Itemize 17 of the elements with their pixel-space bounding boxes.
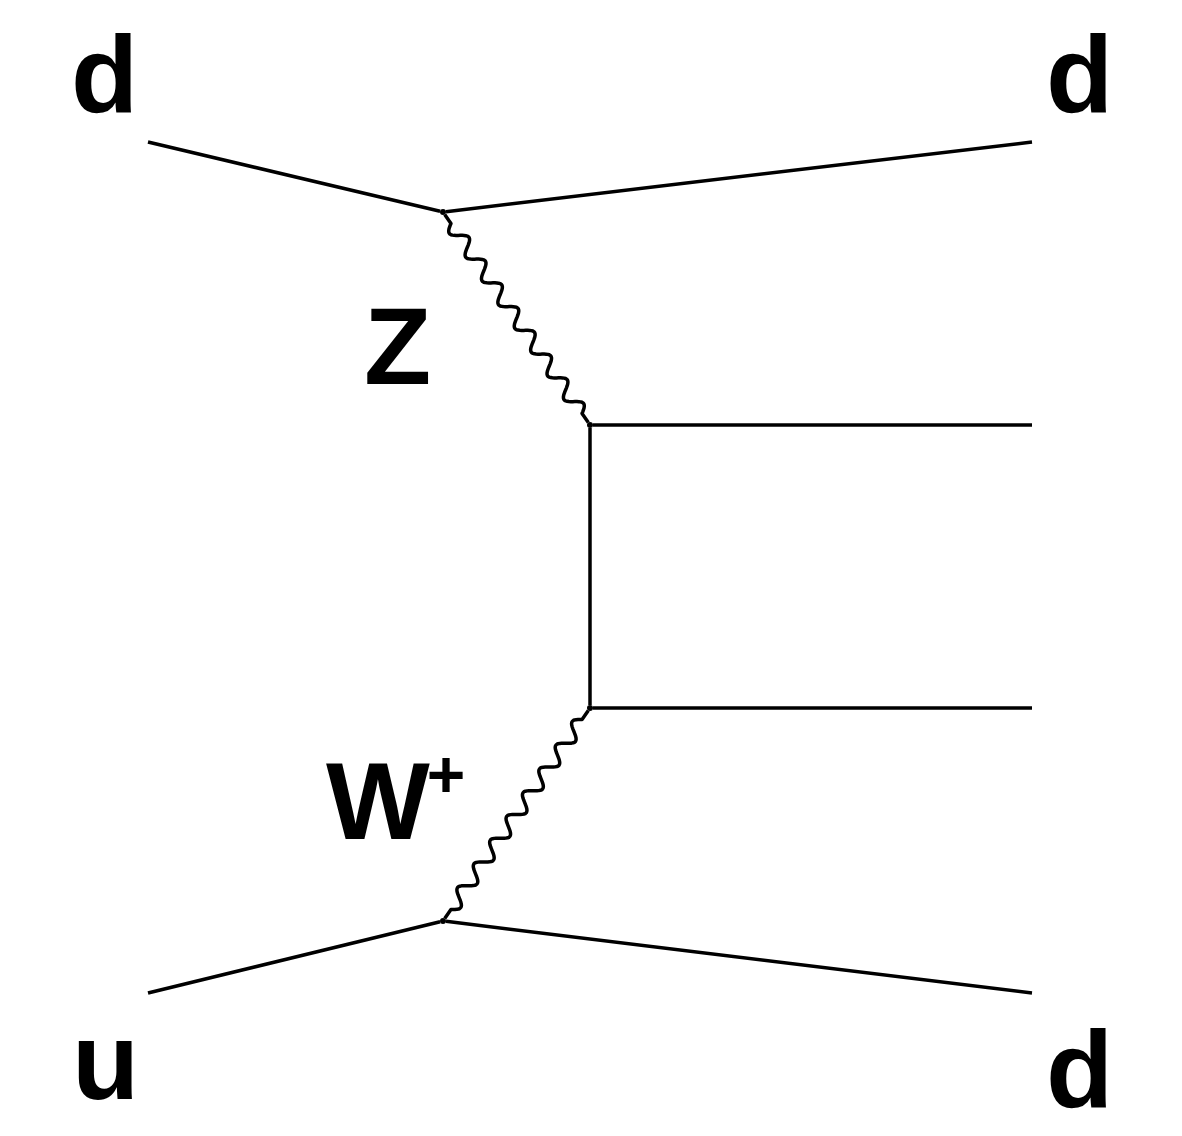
particle-line: [445, 919, 1033, 995]
particle-label: u: [72, 1017, 140, 1105]
vertex-dot: [440, 209, 446, 215]
vertex-dot: [587, 422, 593, 428]
particle-line: [147, 920, 441, 995]
vertex-dot: [440, 918, 446, 924]
particle-label: d: [1046, 1025, 1114, 1113]
wavy-line: [443, 709, 590, 920]
vertex-dot: [587, 705, 593, 711]
particle-line: [445, 140, 1033, 214]
particle-line: [593, 706, 1032, 710]
particle-label: d: [71, 30, 139, 118]
particle-line: [147, 140, 441, 213]
particle-label: d: [1046, 30, 1114, 118]
particle-line: [588, 428, 592, 705]
wavy-line: [443, 213, 590, 424]
particle-line: [593, 423, 1032, 427]
